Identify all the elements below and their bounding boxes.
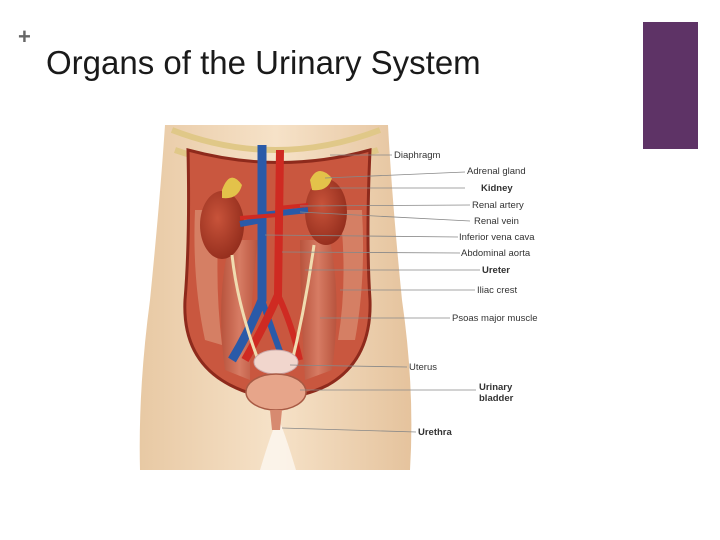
label-urethra: Urethra xyxy=(418,427,452,438)
label-kidney: Kidney xyxy=(481,183,513,194)
label-urinary-bladder-line2: bladder xyxy=(479,393,514,404)
label-diaphragm: Diaphragm xyxy=(394,150,441,161)
slide-title: Organs of the Urinary System xyxy=(46,44,481,81)
bladder xyxy=(245,373,307,411)
uterus xyxy=(253,349,299,375)
renal-artery-left xyxy=(239,213,279,220)
adrenal-left xyxy=(222,177,242,199)
psoas-right xyxy=(300,240,337,380)
label-adrenal-gland: Adrenal gland xyxy=(467,166,526,177)
label-urinary-bladder-line1: Urinary xyxy=(479,382,513,393)
label-abdominal-aorta: Abdominal aorta xyxy=(461,248,531,259)
label-uterus: Uterus xyxy=(409,362,437,373)
label-iliac-crest: Iliac crest xyxy=(477,285,518,296)
psoas-left xyxy=(221,240,258,380)
renal-vein-left xyxy=(239,217,263,227)
label-ureter: Ureter xyxy=(482,265,510,276)
thigh-split xyxy=(260,418,296,470)
kidney-left xyxy=(200,191,244,259)
label-renal-artery: Renal artery xyxy=(472,200,524,211)
back-muscle-right xyxy=(338,210,364,340)
label-psoas-major-muscle: Psoas major muscle xyxy=(452,313,538,324)
kidney-right xyxy=(305,179,347,245)
accent-bar xyxy=(643,22,698,149)
urethra-shape xyxy=(270,410,282,430)
adrenal-right xyxy=(310,170,332,191)
label-renal-vein: Renal vein xyxy=(474,216,519,227)
plus-bullet: + xyxy=(18,24,31,49)
leader-lines xyxy=(264,154,480,433)
renal-artery-right xyxy=(277,203,309,210)
label-inferior-vena-cava: Inferior vena cava xyxy=(459,232,535,243)
